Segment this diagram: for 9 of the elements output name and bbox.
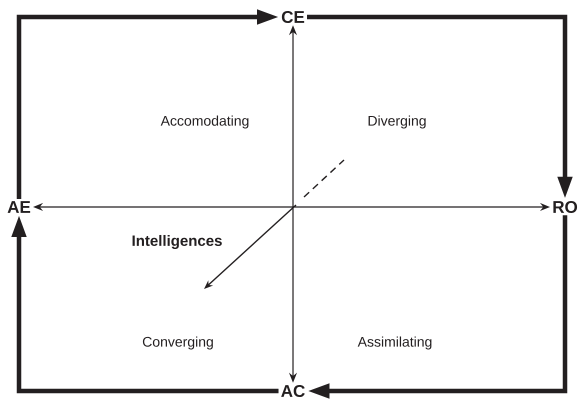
quadrant-label: Converging bbox=[142, 336, 213, 350]
node-label: RO bbox=[553, 200, 578, 214]
quadrant-label: Assimilating bbox=[358, 336, 432, 350]
node-label: AC bbox=[281, 384, 305, 398]
quadrant-label: Diverging bbox=[368, 115, 426, 129]
node-label: AE bbox=[8, 201, 30, 213]
quadrant-label: Accomodating bbox=[160, 115, 248, 129]
axis-label: Intelligences bbox=[132, 234, 222, 250]
node-label: CE bbox=[282, 10, 304, 24]
